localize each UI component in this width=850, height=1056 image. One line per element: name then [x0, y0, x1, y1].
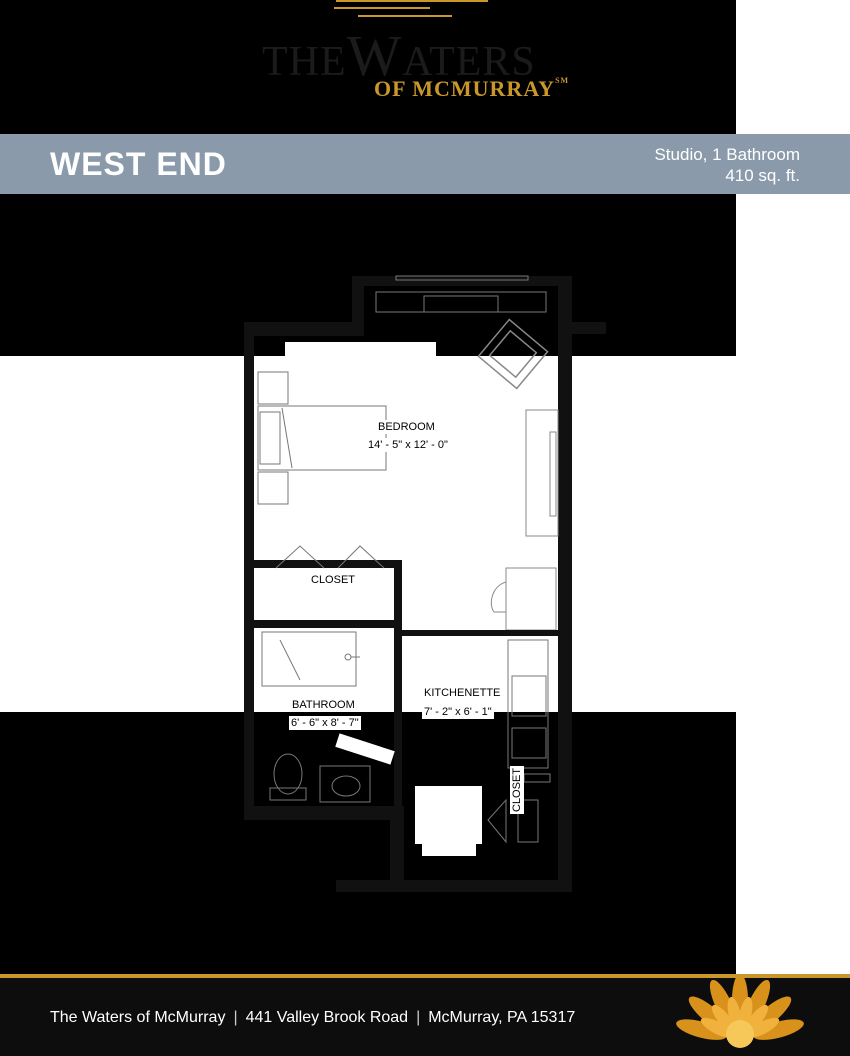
street-address: 441 Valley Brook Road — [245, 1009, 409, 1026]
closet-doors — [275, 545, 385, 569]
closet-label: CLOSET — [309, 573, 358, 587]
unit-header: WEST END Studio, 1 Bathroom 410 sq. ft. — [0, 134, 850, 194]
entry-step — [422, 844, 476, 856]
closet-shelf — [283, 594, 382, 612]
bedroom-dimensions: 14' - 5" x 12' - 0" — [366, 438, 450, 452]
footer: The Waters of McMurray|441 Valley Brook … — [0, 978, 850, 1056]
flower-image — [676, 978, 804, 1048]
armchair — [477, 318, 549, 390]
shower — [261, 631, 360, 687]
page-margin-right — [736, 194, 850, 976]
unit-layout: Studio, 1 Bathroom — [654, 145, 800, 164]
kitchen-closet-label: CLOSET — [510, 765, 524, 814]
kitchenette-label: KITCHENETTE — [422, 686, 503, 700]
logo-rule — [358, 15, 452, 17]
window — [375, 275, 547, 313]
brand-logo: THEWATERS OF MCMURRAYSM — [258, 0, 598, 110]
bed-white — [276, 342, 454, 538]
kitchen-closet — [487, 798, 539, 844]
exterior-walls — [244, 276, 606, 892]
unit-name: WEST END — [50, 146, 227, 182]
community-name: The Waters of McMurray — [50, 1009, 226, 1026]
interior-walls — [254, 560, 558, 806]
shower-bench — [276, 630, 330, 644]
bathroom-door — [335, 733, 395, 765]
desk — [490, 567, 557, 631]
logo-rule — [336, 0, 488, 2]
logo-rule — [334, 7, 430, 9]
dresser — [525, 409, 559, 537]
unit-details: Studio, 1 Bathroom 410 sq. ft. — [654, 144, 800, 186]
footer-address: The Waters of McMurray|441 Valley Brook … — [50, 1009, 576, 1026]
entry-door — [415, 786, 482, 844]
bathroom-label: BATHROOM — [290, 698, 357, 712]
footer-rule — [0, 974, 850, 978]
city-state-zip: McMurray, PA 15317 — [428, 1009, 576, 1026]
kitchenette-counter — [507, 639, 551, 783]
kitchenette-dimensions: 7' - 2" x 6' - 1" — [422, 705, 494, 719]
unit-area: 410 sq. ft. — [725, 166, 800, 185]
page-margin-top — [736, 0, 850, 134]
bathroom-dimensions: 6' - 6" x 8' - 7" — [289, 716, 361, 730]
vanity — [319, 765, 371, 803]
logo-subtitle: OF MCMURRAYSM — [374, 76, 570, 101]
bedroom-label: BEDROOM — [376, 420, 437, 434]
logo-wordmark: THEWATERS — [262, 23, 536, 88]
toilet — [269, 753, 307, 801]
